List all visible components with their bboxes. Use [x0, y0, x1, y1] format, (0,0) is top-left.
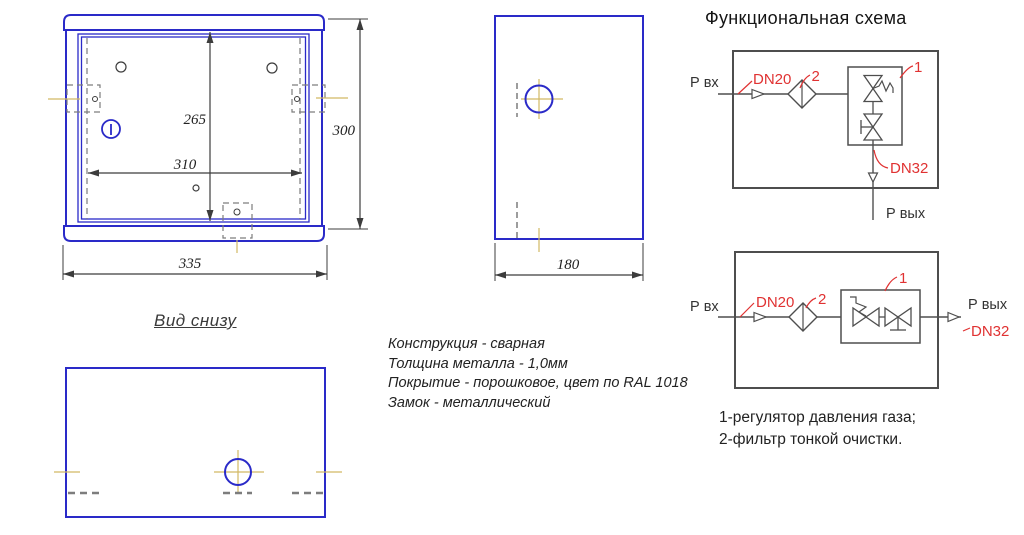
bottom-flange — [63, 225, 325, 242]
flow-arrow-icon — [947, 311, 961, 323]
dim-300-label: 300 — [332, 123, 356, 139]
leader-line — [799, 74, 811, 89]
valve-triangle — [862, 74, 884, 90]
arrowhead — [206, 32, 214, 43]
legend-line: 1-регулятор давления газа; — [719, 409, 916, 426]
holes — [92, 61, 300, 216]
bottom-view-title: Вид снизу — [154, 311, 237, 330]
dimension-310: 310 — [88, 157, 302, 177]
leader-line — [884, 276, 898, 292]
valve-triangle — [862, 113, 884, 129]
dimension-335: 335 — [62, 245, 328, 280]
hole — [233, 208, 241, 216]
arrowhead — [356, 19, 364, 30]
filter-ref-label: 2 — [818, 291, 826, 308]
inner-frame-inner — [80, 36, 307, 220]
hole — [524, 84, 554, 114]
spring-icon — [850, 296, 868, 317]
hole — [224, 458, 252, 486]
arrowhead — [632, 271, 643, 279]
leader-line — [739, 302, 755, 318]
dn-outlet-label: DN32 — [890, 160, 928, 177]
valve-triangle — [896, 306, 912, 328]
inner-frame-outer — [77, 33, 310, 223]
hole — [294, 96, 300, 102]
outlet-hole — [214, 450, 264, 494]
hidden-lines — [66, 38, 326, 239]
filter-symbol — [788, 302, 818, 332]
centerlines — [48, 97, 348, 253]
top-flange — [63, 14, 325, 31]
dn-inlet-label: DN20 — [753, 71, 791, 88]
arrowhead — [206, 210, 214, 221]
front-view-drawing: 265 310 335 300 — [48, 14, 368, 280]
arrowhead — [495, 271, 506, 279]
regulator-ref-label: 1 — [914, 59, 922, 76]
arrowhead — [356, 218, 364, 229]
dim-335-label: 335 — [178, 256, 202, 272]
spring-icon — [872, 79, 894, 93]
side-view-drawing: 180 — [494, 15, 644, 281]
dimension-180: 180 — [494, 243, 644, 281]
schema-legend: 1-регулятор давления газа; 2-фильтр тонк… — [719, 407, 916, 451]
dimension-300: 300 — [328, 18, 368, 230]
lock-circle — [101, 119, 121, 139]
regulator-ref-label: 1 — [899, 270, 907, 287]
dim-310-label: 310 — [173, 157, 197, 173]
pressure-out-label: Р вых — [886, 206, 926, 222]
regulator-symbol — [840, 289, 921, 344]
functional-schema-1: DN20 2 1 DN32 Р вх Р вых — [690, 50, 939, 222]
flow-arrow-icon — [753, 311, 768, 323]
dimension-265: 265 — [184, 32, 214, 221]
bottom-outline — [65, 367, 326, 518]
construction-notes: Конструкция - сварная Толщина металла - … — [388, 335, 688, 413]
dn-inlet-label: DN20 — [756, 294, 794, 311]
arrowhead — [88, 169, 99, 177]
lock-symbol — [101, 119, 121, 139]
hole — [266, 62, 278, 74]
note-line: Конструкция - сварная — [388, 336, 545, 352]
dim-265-label: 265 — [184, 112, 207, 128]
bottom-bracket — [222, 202, 253, 239]
arrowhead — [291, 169, 302, 177]
filter-ref-label: 2 — [812, 68, 820, 85]
pressure-in-label: Р вх — [690, 75, 719, 91]
body-outline — [65, 29, 323, 227]
leader-line — [899, 65, 914, 79]
leader-line — [873, 149, 889, 169]
schema-title: Функциональная схема — [705, 8, 907, 28]
hole — [115, 61, 127, 73]
pressure-in-label: Р вх — [690, 299, 719, 315]
flow-arrow-icon — [751, 88, 766, 100]
note-line: Замок - металлический — [388, 394, 551, 411]
pressure-out-label: Р вых — [968, 297, 1008, 313]
hole — [192, 184, 200, 192]
leader-line — [737, 80, 753, 95]
enclosure-box — [732, 50, 939, 189]
enclosure-box — [734, 251, 939, 389]
legend-line: 2-фильтр тонкой очистки. — [719, 431, 903, 448]
valve-triangle — [884, 306, 900, 328]
bottom-view-drawing — [54, 367, 342, 518]
dn-outlet-label: DN32 — [971, 323, 1009, 340]
note-line: Толщина металла - 1,0мм — [388, 355, 568, 372]
leader-line — [962, 327, 971, 332]
dim-180-label: 180 — [557, 257, 580, 273]
arrowhead — [316, 270, 327, 278]
regulator-symbol — [847, 66, 903, 146]
cabinet-body-outline — [63, 14, 325, 242]
side-outline — [494, 15, 644, 240]
flow-arrow-icon — [867, 172, 879, 184]
inlet-hole — [521, 79, 563, 119]
note-line: Покрытие - порошковое, цвет по RAL 1018 — [388, 375, 688, 391]
functional-schema-2: DN20 2 1 DN32 Р вх Р вых — [690, 251, 1009, 389]
hole — [92, 96, 98, 102]
arrowhead — [63, 270, 74, 278]
leader-line — [805, 297, 817, 309]
